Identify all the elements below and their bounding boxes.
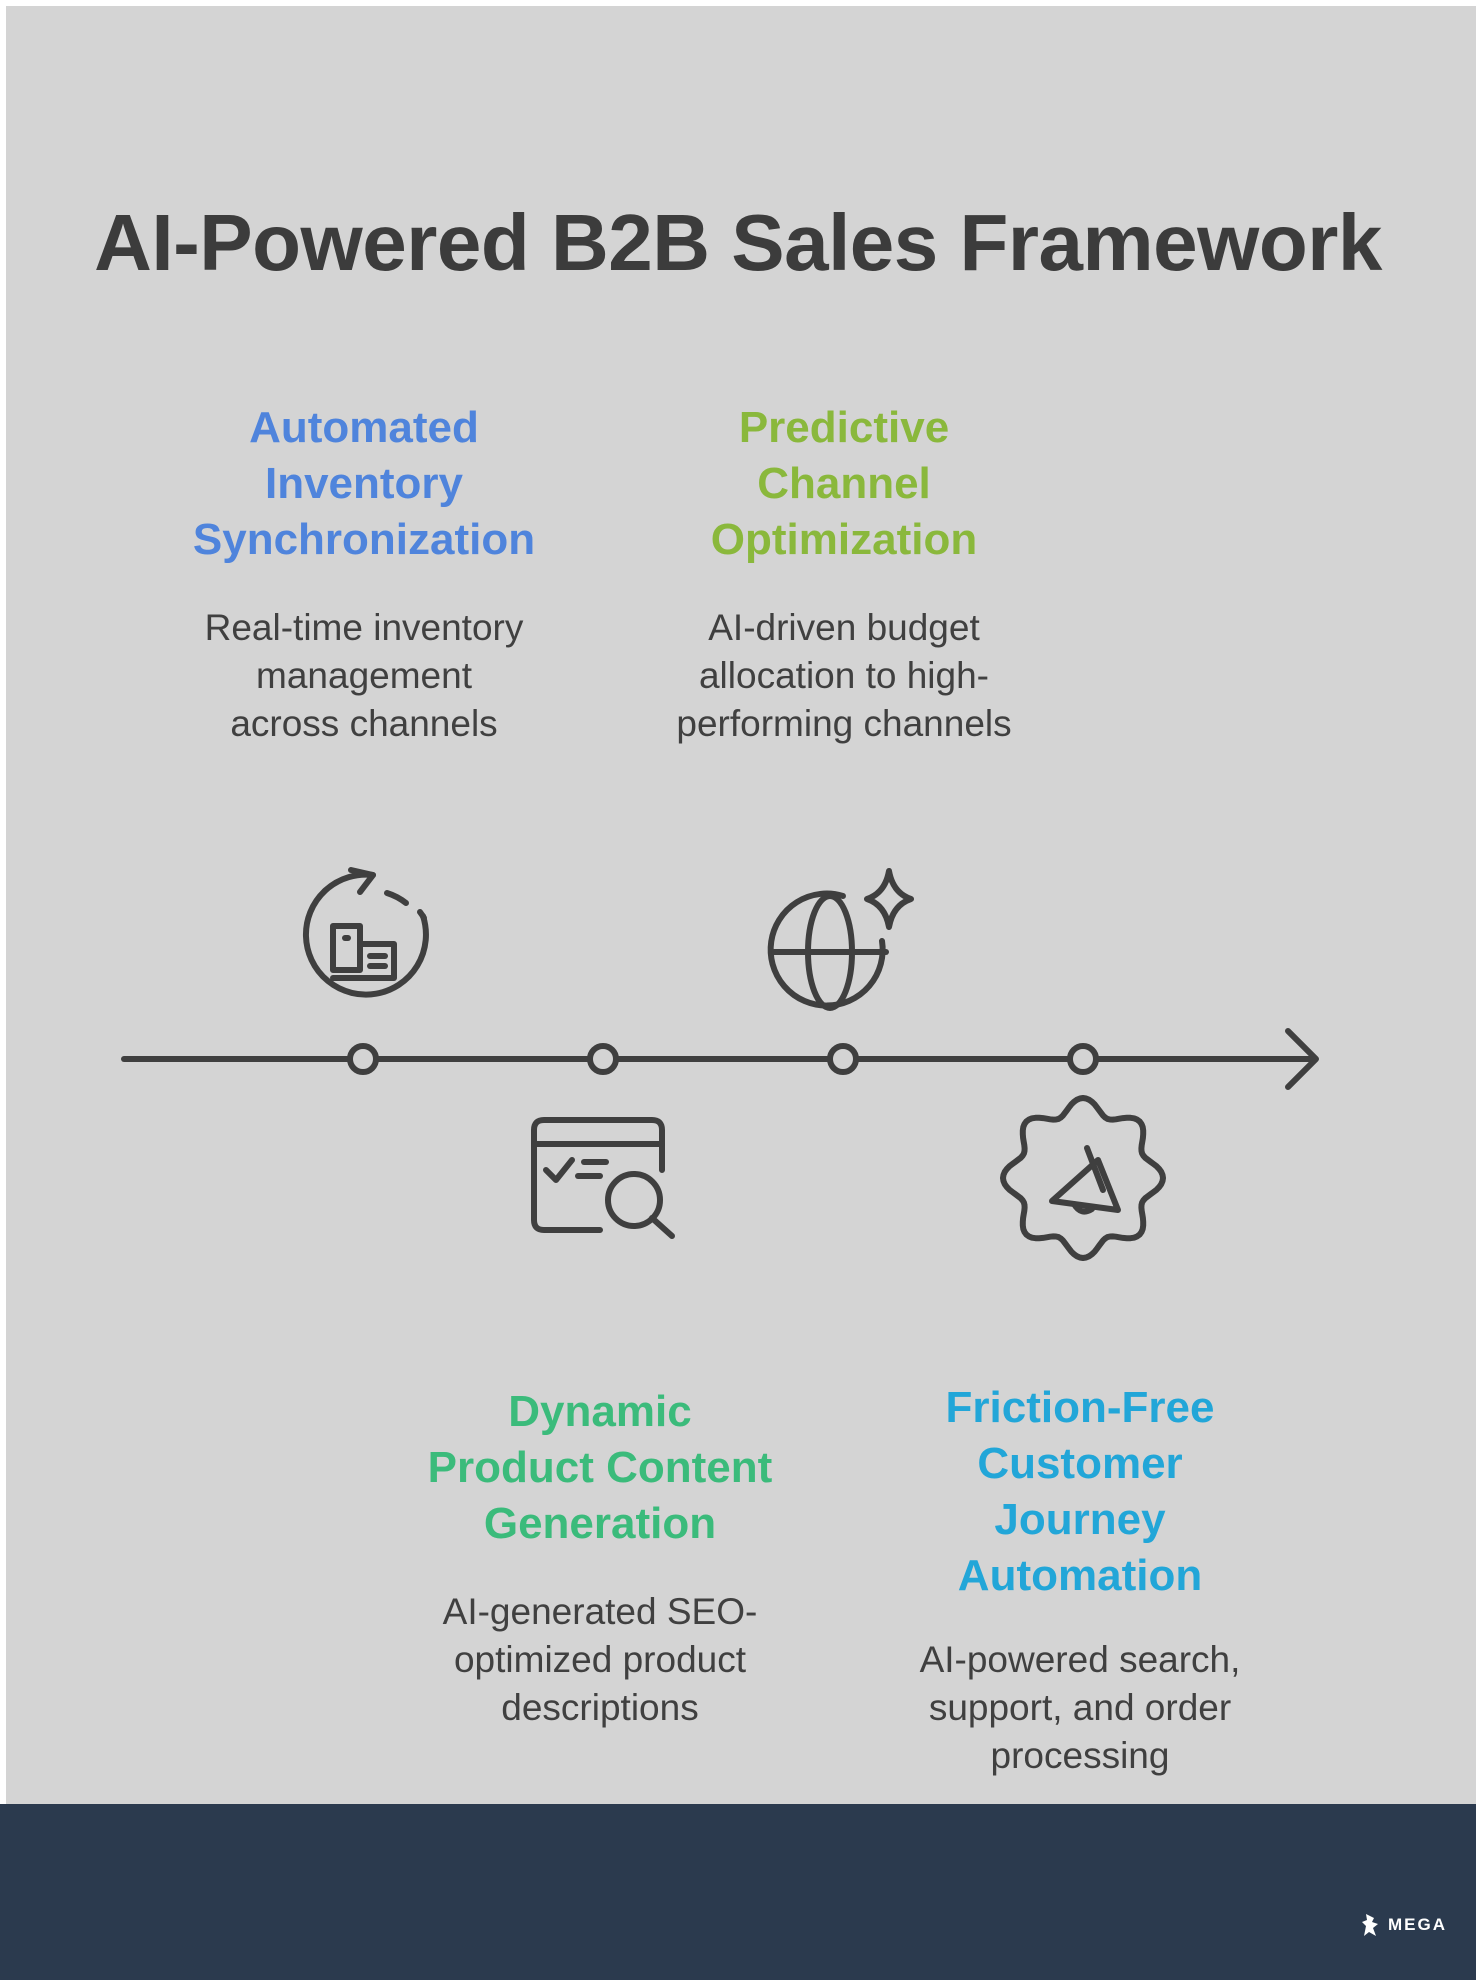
step-3-heading-line: Predictive xyxy=(738,403,950,452)
timeline-node-4 xyxy=(1067,1043,1099,1075)
step-2-heading-line: Dynamic xyxy=(508,1387,692,1436)
timeline-node-1 xyxy=(347,1043,379,1075)
step-1-description: Real-time inventory management across ch… xyxy=(144,604,584,748)
step-1-heading: Automated Inventory Synchronization xyxy=(144,400,584,568)
step-2-heading-line: Product Content xyxy=(427,1443,773,1492)
step-4-heading-line: Friction-Free xyxy=(945,1383,1215,1432)
step-2-description-line: optimized product xyxy=(453,1639,747,1680)
brand-logo: MEGA xyxy=(1360,1910,1460,1940)
step-3-description-line: AI-driven budget xyxy=(708,607,980,648)
step-4-heading-line: Journey xyxy=(994,1495,1166,1544)
step-3-heading-line: Channel xyxy=(757,459,931,508)
step-3-description-line: performing channels xyxy=(676,703,1012,744)
step-4-heading-line: Customer xyxy=(977,1439,1183,1488)
step-4-description-line: processing xyxy=(990,1735,1170,1776)
inventory-sync-icon xyxy=(302,867,429,998)
step-3-heading-line: Optimization xyxy=(710,515,978,564)
step-1-description-line: management xyxy=(256,655,472,696)
step-4-description: AI-powered search, support, and order pr… xyxy=(860,1636,1300,1780)
content-search-icon xyxy=(531,1117,675,1239)
step-4-heading: Friction-Free Customer Journey Automatio… xyxy=(860,1380,1300,1604)
step-4-description-line: AI-powered search, xyxy=(919,1639,1241,1680)
gear-megaphone-icon xyxy=(1000,1095,1166,1261)
step-1-heading-line: Automated xyxy=(249,403,479,452)
step-2-description: AI-generated SEO- optimized product desc… xyxy=(380,1588,820,1732)
step-2-description-line: descriptions xyxy=(501,1687,699,1728)
timeline-axis xyxy=(121,1028,1319,1090)
step-2-heading-line: Generation xyxy=(483,1499,717,1548)
step-3-description-line: allocation to high- xyxy=(698,655,990,696)
step-1-heading-line: Inventory xyxy=(264,459,464,508)
step-1-description-line: across channels xyxy=(230,703,498,744)
step-4-heading-line: Automation xyxy=(957,1551,1203,1600)
infographic-background xyxy=(6,6,1476,1804)
timeline-node-3 xyxy=(827,1043,859,1075)
mega-logo-icon xyxy=(1362,1914,1378,1936)
step-1-description-line: Real-time inventory xyxy=(204,607,524,648)
footer-bar xyxy=(0,1804,1476,1980)
step-2-description-line: AI-generated SEO- xyxy=(442,1591,758,1632)
brand-name: MEGA xyxy=(1388,1915,1447,1934)
step-1-heading-line: Synchronization xyxy=(192,515,536,564)
step-2-heading: Dynamic Product Content Generation xyxy=(380,1384,820,1552)
timeline-arrowhead xyxy=(1285,1028,1319,1090)
step-3-heading: Predictive Channel Optimization xyxy=(624,400,1064,568)
page-title: AI-Powered B2B Sales Framework xyxy=(94,198,1382,287)
step-3-description: AI-driven budget allocation to high- per… xyxy=(624,604,1064,748)
timeline-node-2 xyxy=(587,1043,619,1075)
globe-sparkle-icon xyxy=(767,868,914,1011)
step-4-description-line: support, and order xyxy=(928,1687,1232,1728)
